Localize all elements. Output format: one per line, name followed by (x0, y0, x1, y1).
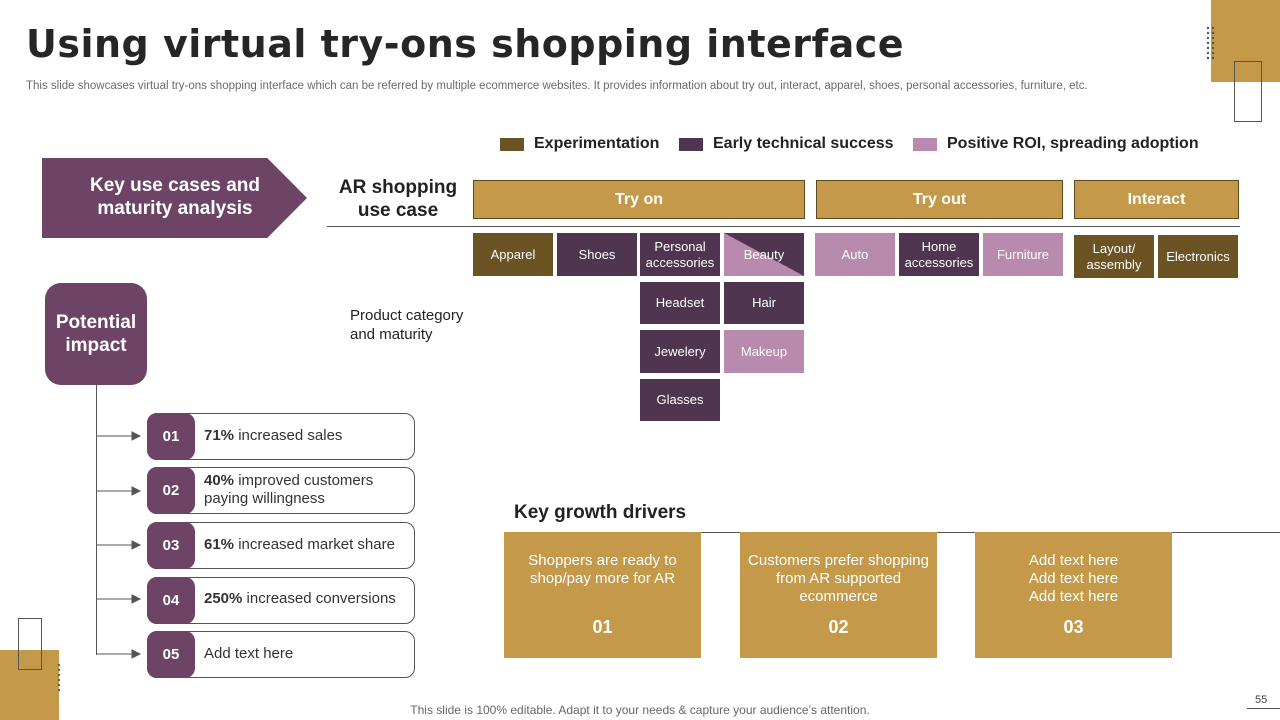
impact-value: 40% (204, 472, 235, 489)
legend-swatch (913, 137, 937, 151)
impact-text: Add text here (204, 645, 404, 663)
impact-text: 40% improved customers paying willingnes… (204, 472, 404, 508)
impact-value: 250% (204, 590, 243, 607)
product-beauty: Beauty (724, 233, 804, 276)
impact-description: increased market share (234, 536, 395, 553)
product-home-accessories: Home accessories (899, 233, 979, 276)
impact-number: 01 (147, 413, 195, 460)
impact-number: 04 (147, 577, 195, 624)
impact-text: 61% increased market share (204, 536, 404, 554)
impact-arrows (96, 431, 142, 659)
product-shoes: Shoes (557, 233, 637, 276)
use-case-interact: Interact (1074, 180, 1239, 219)
impact-description: Add text here (204, 645, 294, 662)
growth-driver-text: Add text here Add text here Add text her… (1028, 552, 1119, 605)
use-case-try-out: Try out (816, 180, 1063, 219)
impact-text: 250% increased conversions (204, 590, 404, 608)
impact-value: 71% (204, 427, 235, 444)
impact-description: improved customers paying willingness (204, 472, 374, 507)
growth-driver-card: Customers prefer shopping from AR suppor… (740, 532, 937, 658)
impact-description: increased sales (234, 427, 343, 444)
product-personal-accessories: Personal accessories (640, 233, 720, 276)
key-use-cases-label: Key use cases and maturity analysis (89, 175, 261, 219)
product-jewelery: Jewelery (640, 330, 720, 373)
product-furniture: Furniture (983, 233, 1063, 276)
impact-number: 05 (147, 631, 195, 678)
growth-driver-text: Shoppers are ready to shop/pay more for … (528, 552, 677, 587)
product-headset: Headset (640, 282, 720, 324)
dots-decoration-top (1206, 26, 1215, 60)
corner-accent-top-right (1211, 0, 1280, 82)
use-case-try-on: Try on (473, 180, 805, 219)
product-electronics: Electronics (1158, 235, 1238, 278)
impact-text: 71% increased sales (204, 427, 404, 445)
legend-label: Early technical success (713, 135, 894, 152)
impact-value: 61% (204, 536, 235, 553)
impact-number: 02 (147, 467, 195, 514)
divider-line (327, 226, 1240, 227)
growth-driver-number: 01 (592, 617, 613, 637)
impact-number: 03 (147, 522, 195, 569)
legend-item-positive-roi: Positive ROI, spreading adoption (913, 135, 1199, 153)
legend-item-early-technical-success: Early technical success (679, 135, 894, 153)
corner-accent-bottom-left (0, 650, 59, 720)
potential-impact-title: Potential impact (55, 312, 137, 356)
growth-driver-text: Customers prefer shopping from AR suppor… (748, 552, 929, 605)
key-growth-drivers-title: Key growth drivers (514, 502, 687, 523)
page-number: 55 (1255, 694, 1268, 706)
growth-driver-number: 03 (1063, 617, 1084, 637)
product-glasses: Glasses (640, 379, 720, 421)
corner-outline-top-right (1234, 61, 1262, 122)
page-subtitle: This slide showcases virtual try-ons sho… (26, 80, 1088, 92)
corner-outline-bottom-left (18, 618, 42, 670)
legend-swatch (500, 137, 524, 151)
legend-label: Experimentation (534, 135, 660, 152)
product-apparel: Apparel (473, 233, 553, 276)
page-title: Using virtual try-ons shopping interface (26, 22, 905, 66)
legend-item-experimentation: Experimentation (500, 135, 659, 153)
potential-impact-box: Potential impact (45, 283, 147, 385)
growth-driver-number: 02 (828, 617, 849, 637)
footer-note: This slide is 100% editable. Adapt it to… (410, 703, 870, 717)
product-auto: Auto (815, 233, 895, 276)
growth-driver-card: Shoppers are ready to shop/pay more for … (504, 532, 701, 658)
legend-swatch (679, 137, 703, 151)
product-hair: Hair (724, 282, 804, 324)
legend-label: Positive ROI, spreading adoption (947, 135, 1199, 152)
impact-description: increased conversions (242, 590, 396, 607)
product-layout-assembly: Layout/ assembly (1074, 235, 1154, 278)
impact-connector-line (96, 385, 97, 655)
product-category-label: Product category and maturity (350, 307, 464, 343)
page-number-rule (1247, 708, 1280, 709)
product-makeup: Makeup (724, 330, 804, 373)
ar-shopping-use-case-label: AR shopping use case (338, 177, 458, 221)
key-use-cases-chevron (42, 158, 307, 238)
growth-driver-card: Add text here Add text here Add text her… (975, 532, 1172, 658)
dots-decoration-bottom (57, 663, 61, 692)
